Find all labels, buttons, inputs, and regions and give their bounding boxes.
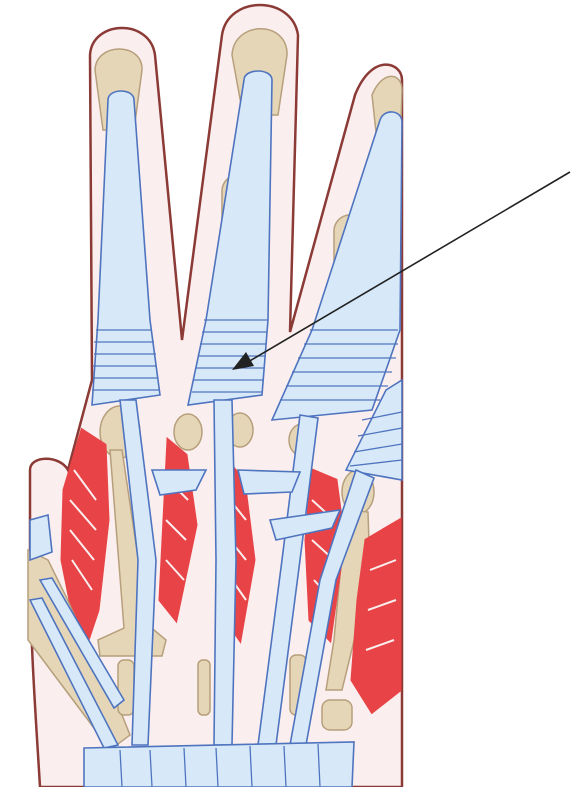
thumb-tendon-1 [30, 515, 52, 560]
metacarpal-head-2 [174, 414, 202, 450]
flexor-tendon-middle [214, 400, 236, 745]
arrow-shaft [248, 172, 570, 362]
carpal-2 [198, 660, 210, 715]
carpal-4 [322, 700, 352, 730]
carpal-1 [118, 660, 134, 715]
tendon-branch-2 [238, 470, 300, 494]
flexor-retinaculum [84, 742, 354, 787]
